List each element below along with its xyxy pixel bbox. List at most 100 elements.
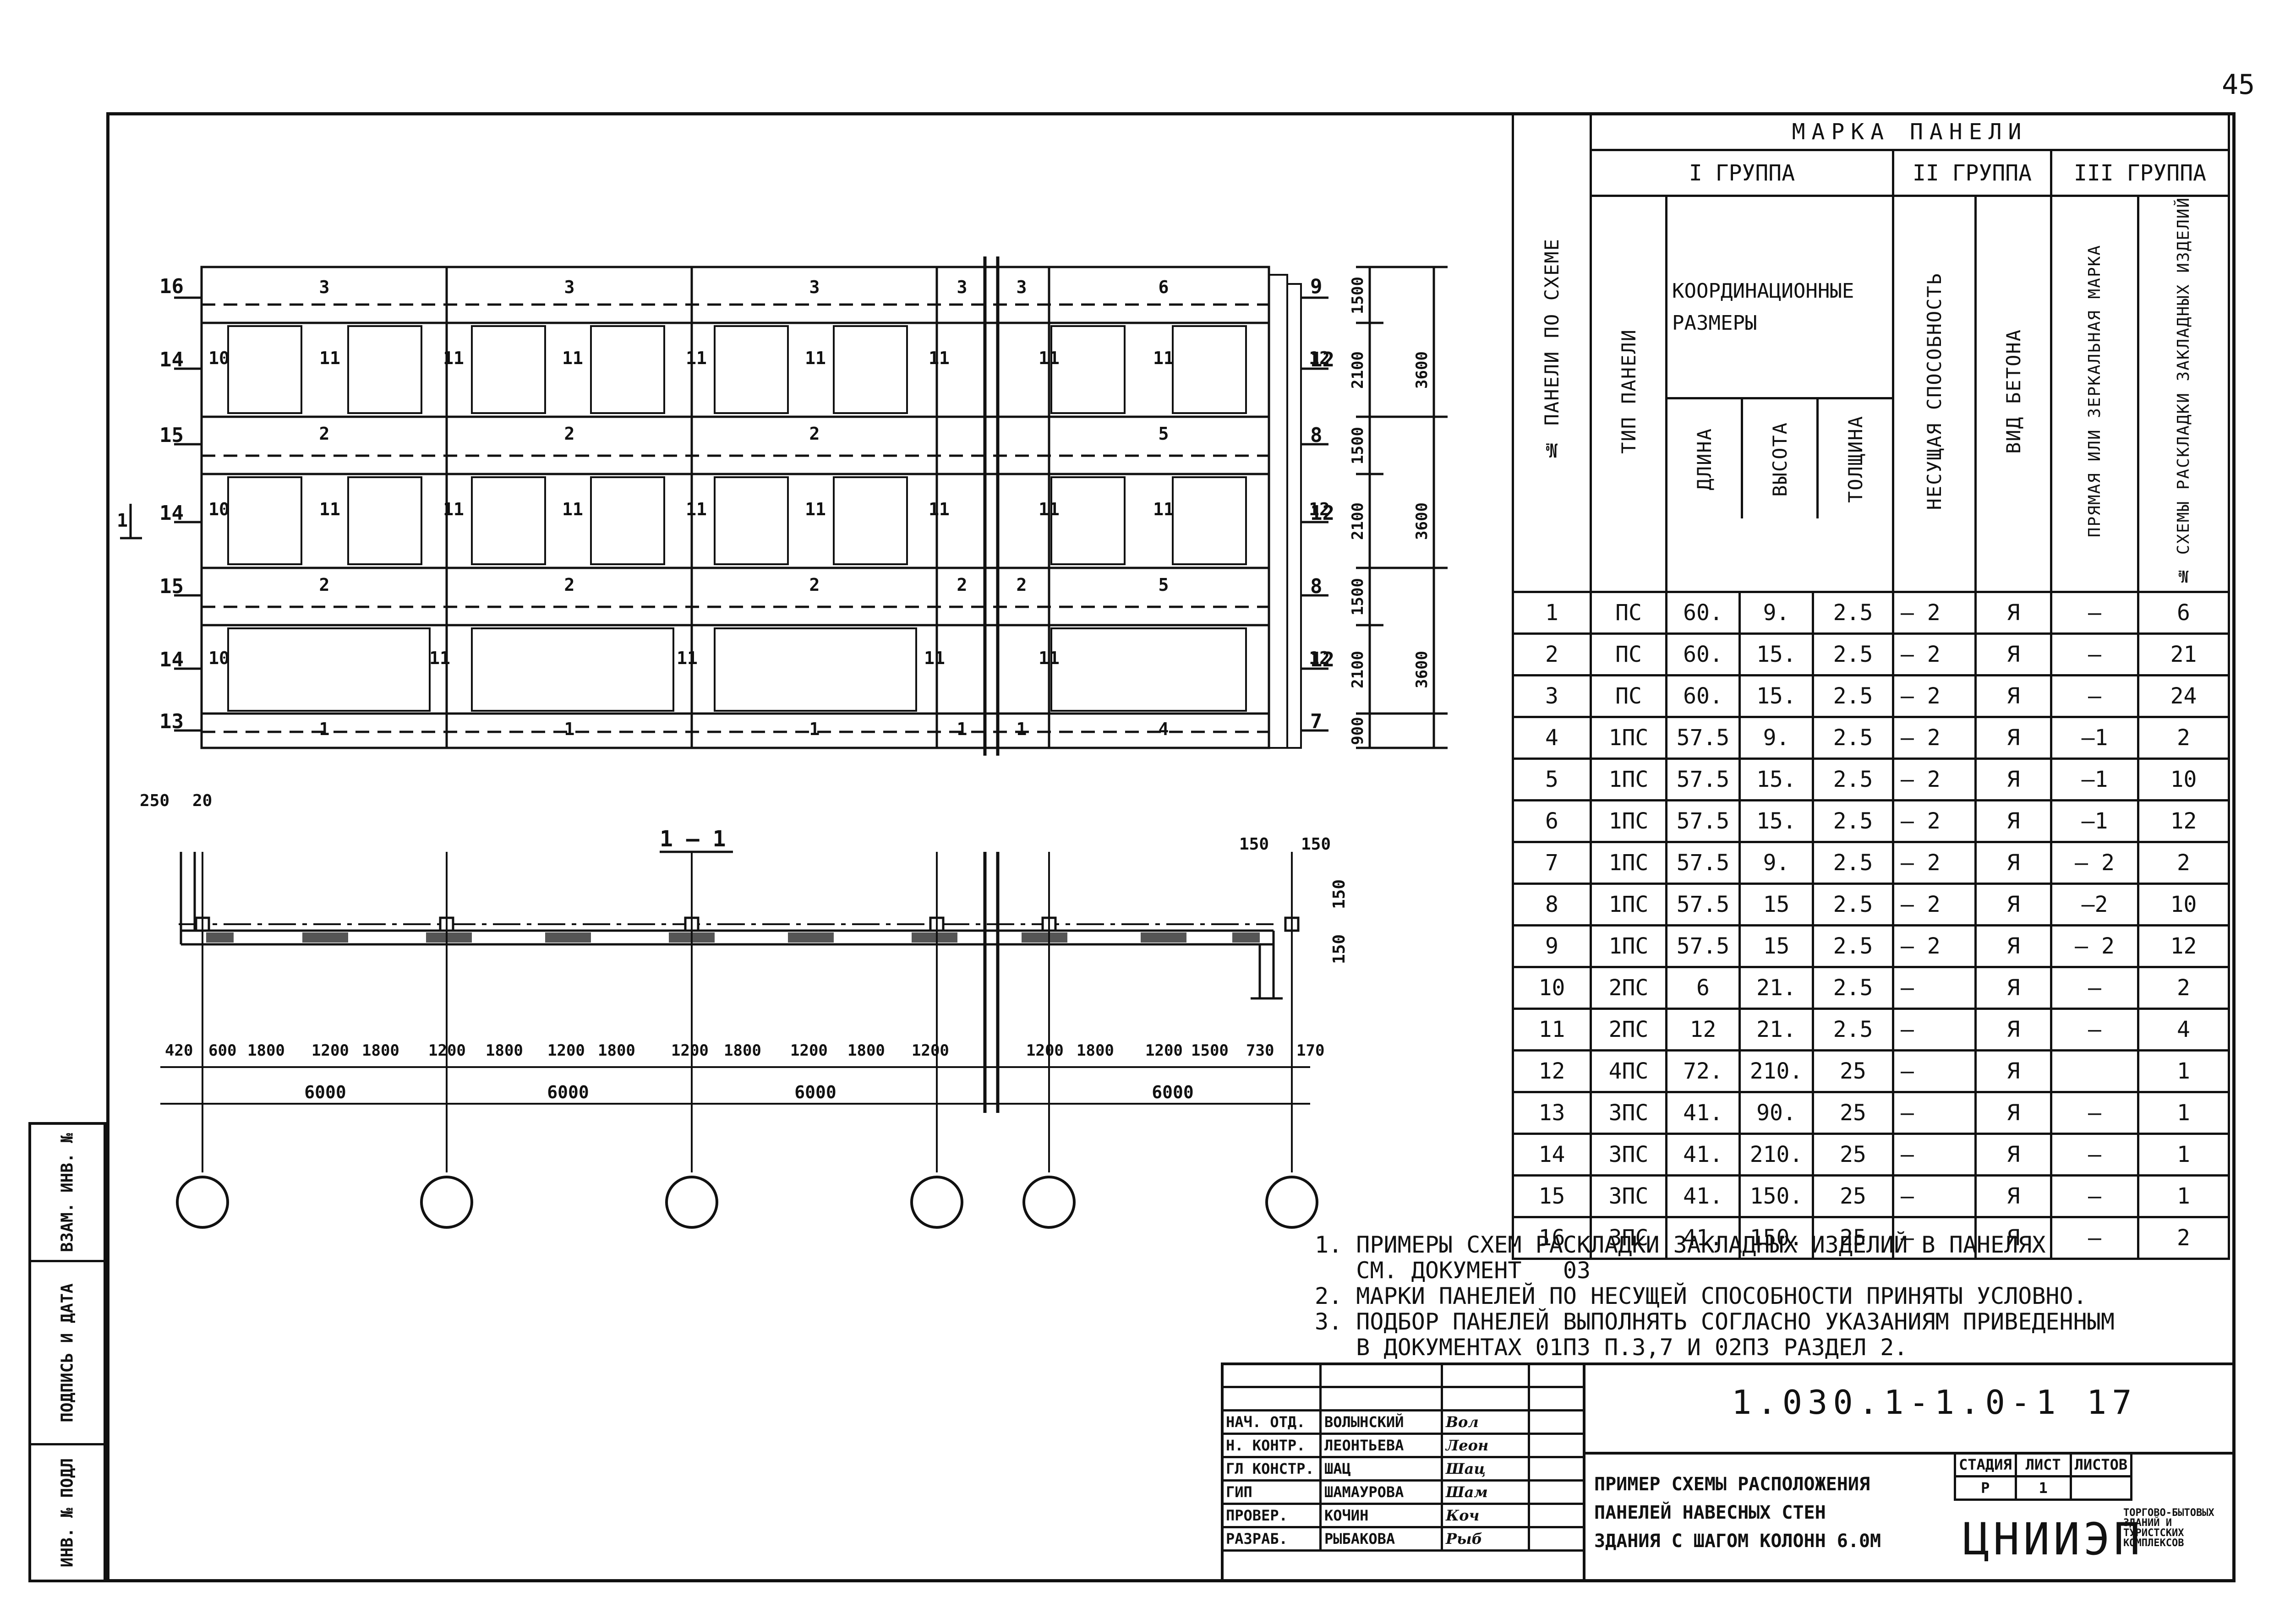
signer-date bbox=[1528, 1456, 1585, 1482]
cell-panel-no: 15 bbox=[1512, 1174, 1592, 1218]
dim-label: 1200 bbox=[671, 1041, 709, 1060]
cell-panel-no: 13 bbox=[1512, 1090, 1592, 1135]
cell-capacity: — bbox=[1892, 1007, 1977, 1052]
dim-label: 1500 bbox=[1349, 578, 1367, 616]
drawing-notes: 1. ПРИМЕРЫ СХЕМ РАСКЛАДКИ ЗАКЛАДНЫХ ИЗДЕ… bbox=[1315, 1232, 2231, 1360]
cell-concrete: Я bbox=[1974, 799, 2052, 843]
cell-length: 60. bbox=[1665, 674, 1741, 718]
cell-type: 2ПС bbox=[1590, 965, 1667, 1010]
cell-capacity: — 2 bbox=[1892, 632, 1977, 676]
right-marks: 9 12 8 12 8 12 7 bbox=[1310, 275, 1334, 733]
panel-label: 11 bbox=[429, 648, 450, 668]
panel-label: 11 bbox=[805, 348, 826, 368]
right-mark: 12 bbox=[1310, 348, 1334, 371]
cell-thickness: 25 bbox=[1812, 1215, 1894, 1260]
coord-sizes-header: КООРДИНАЦИОННЫЕ РАЗМЕРЫ ДЛИНА ВЫСОТА ТОЛ… bbox=[1665, 195, 1894, 593]
dim-label: 900 bbox=[1349, 717, 1367, 745]
dim-label: 1800 bbox=[1077, 1041, 1114, 1060]
cell-thickness: 25 bbox=[1812, 1090, 1894, 1135]
panel-label: 11 bbox=[443, 348, 464, 368]
cell-length: 57.5 bbox=[1665, 924, 1741, 968]
panel-label: 11 bbox=[929, 348, 950, 368]
cell-mirror: —1 bbox=[2050, 799, 2139, 843]
dim-label: 6000 bbox=[1152, 1082, 1194, 1102]
signer-signature: Шац bbox=[1441, 1456, 1530, 1482]
dim-label: 1800 bbox=[362, 1041, 399, 1060]
panel-label: 11 bbox=[562, 348, 583, 368]
cell-thickness: 2.5 bbox=[1812, 590, 1894, 635]
cell-mirror: — 2 bbox=[2050, 924, 2139, 968]
cell-capacity: — bbox=[1892, 965, 1977, 1010]
cell-mirror: — bbox=[2050, 1132, 2139, 1177]
cell-scheme: 1 bbox=[2137, 1174, 2230, 1218]
panel-label: 1 bbox=[319, 719, 330, 739]
panel-label: 1 bbox=[1017, 719, 1027, 739]
floor-mark: 15 bbox=[159, 575, 184, 598]
cell-length: 60. bbox=[1665, 590, 1741, 635]
cell-scheme: 12 bbox=[2137, 924, 2230, 968]
cell-type: 3ПС bbox=[1590, 1090, 1667, 1135]
dim-label: 2100 bbox=[1349, 651, 1367, 688]
cell-scheme: 1 bbox=[2137, 1132, 2230, 1177]
signer-date bbox=[1528, 1433, 1585, 1458]
col-capacity-header: НЕСУЩАЯ СПОСОБНОСТЬ bbox=[1892, 195, 1977, 593]
note-line: 2. МАРКИ ПАНЕЛЕЙ ПО НЕСУЩЕЙ СПОСОБНОСТИ … bbox=[1315, 1283, 2087, 1309]
cell-concrete: Я bbox=[1974, 757, 2052, 801]
panel-label: 3 bbox=[809, 277, 820, 297]
cell-thickness: 2.5 bbox=[1812, 924, 1894, 968]
stage-label: СТАДИЯ bbox=[1954, 1452, 2017, 1477]
panel-elevation-drawing: 16 14 15 14 15 14 13 9 12 8 12 8 12 7 3 … bbox=[117, 256, 1448, 1229]
col-panel-no-header: № ПАНЕЛИ ПО СХЕМЕ bbox=[1512, 112, 1592, 593]
cell-length: 57.5 bbox=[1665, 799, 1741, 843]
floor-mark: 14 bbox=[159, 648, 184, 671]
left-stamp-strip: ВЗАМ. ИНВ. № ПОДПИСЬ И ДАТА ИНВ. № ПОДЛ bbox=[28, 1122, 106, 1582]
dim-label: 1500 bbox=[1349, 427, 1367, 464]
desc-line: ПРИМЕР СХЕМЫ РАСПОЛОЖЕНИЯ bbox=[1594, 1474, 1870, 1495]
cell-height: 21. bbox=[1738, 1007, 1814, 1052]
panel-label: 3 bbox=[564, 277, 575, 297]
cell-height: 210. bbox=[1738, 1132, 1814, 1177]
note-line: 1. ПРИМЕРЫ СХЕМ РАСКЛАДКИ ЗАКЛАДНЫХ ИЗДЕ… bbox=[1315, 1232, 2046, 1258]
signer-signature: Рыб bbox=[1441, 1526, 1530, 1552]
panel-label: 2 bbox=[809, 424, 820, 444]
cell-type: 1ПС bbox=[1590, 882, 1667, 926]
signer-role: РАЗРАБ. bbox=[1221, 1526, 1322, 1552]
axis-circle bbox=[420, 1176, 473, 1229]
cell-concrete: Я bbox=[1974, 590, 2052, 635]
cell-length: 41. bbox=[1665, 1090, 1741, 1135]
window-openings bbox=[227, 325, 1247, 712]
panel-label: 11 bbox=[443, 499, 464, 519]
col-concrete-header: ВИД БЕТОНА bbox=[1974, 195, 2052, 593]
section-title: 1 — 1 bbox=[660, 826, 726, 852]
signer-name: ШАМАУРОВА bbox=[1319, 1479, 1443, 1505]
cell-capacity: — 2 bbox=[1892, 840, 1977, 885]
cell-capacity: — 2 bbox=[1892, 757, 1977, 801]
cell-length: 12 bbox=[1665, 1007, 1741, 1052]
panel-label: 2 bbox=[564, 424, 575, 444]
panel-label: 1 bbox=[564, 719, 575, 739]
right-mark: 8 bbox=[1310, 575, 1323, 598]
signer-signature: Леон bbox=[1441, 1433, 1530, 1458]
panel-label: 3 bbox=[319, 277, 330, 297]
plan-dim-lines bbox=[160, 1066, 1310, 1105]
cell-type: 1ПС bbox=[1590, 924, 1667, 968]
cell-length: 6 bbox=[1665, 965, 1741, 1010]
plan-hatches bbox=[206, 932, 1260, 943]
drawing-frame bbox=[106, 112, 2236, 1582]
cell-height: 15 bbox=[1738, 924, 1814, 968]
dim-label: 1200 bbox=[428, 1041, 466, 1060]
axis-circle bbox=[910, 1176, 963, 1229]
cell-scheme: 1 bbox=[2137, 1049, 2230, 1093]
cell-mirror: — bbox=[2050, 1007, 2139, 1052]
panel-label: 11 bbox=[805, 499, 826, 519]
cell-type: 1ПС bbox=[1590, 840, 1667, 885]
cell-capacity: — bbox=[1892, 1215, 1977, 1260]
